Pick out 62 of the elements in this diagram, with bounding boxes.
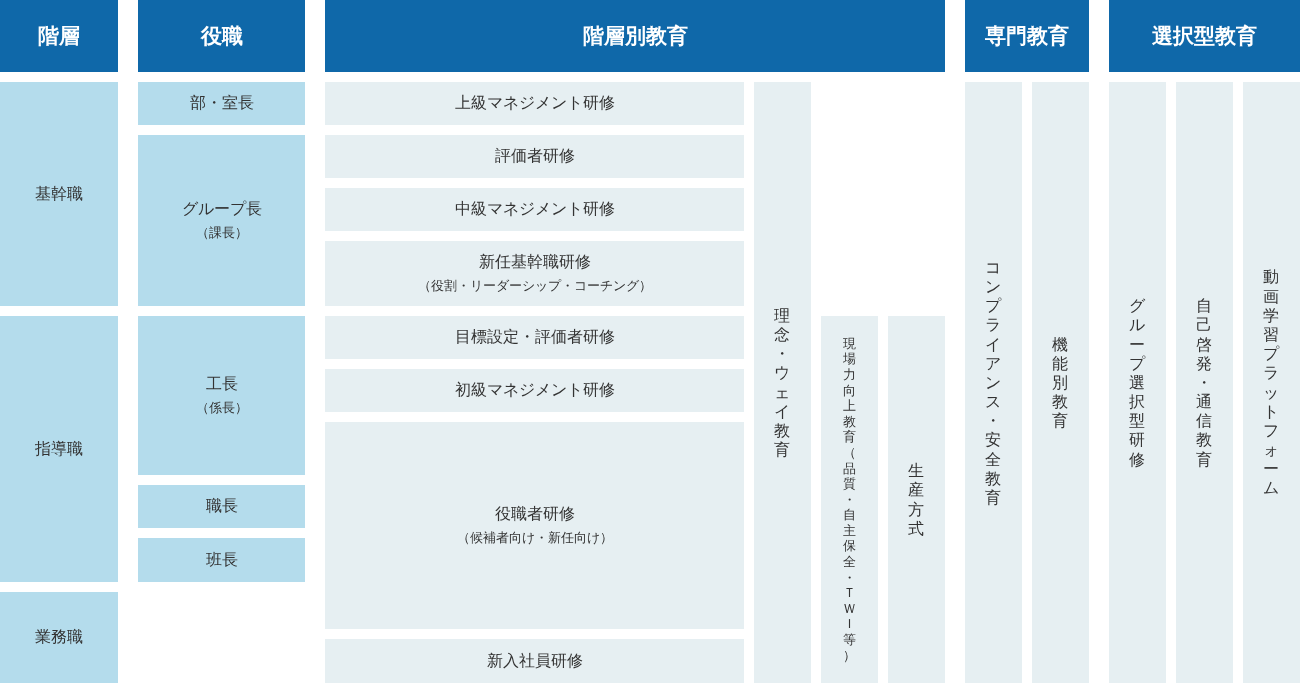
cell-text: 理念・ウェイ教育 <box>774 305 791 460</box>
cell-text: 機能別教育 <box>1052 334 1069 431</box>
cell-text: グループ選択型研修 <box>1129 296 1146 469</box>
header-text: 役職 <box>200 23 243 50</box>
cell-text: （役割・リーダーシップ・コーチング） <box>417 277 652 295</box>
cell-text: グループ長 <box>181 199 262 220</box>
course-cell <box>325 369 744 412</box>
column-header <box>325 0 945 72</box>
cell-text: 目標設定・評価者研修 <box>454 327 615 348</box>
course-cell <box>821 316 878 683</box>
cell-text: 指導職 <box>35 438 83 460</box>
cell-text: 基幹職 <box>35 183 83 205</box>
course-cell <box>325 135 744 178</box>
course-cell <box>325 188 744 231</box>
header-text: 階層別教育 <box>582 23 688 50</box>
cell-text: （係長） <box>195 399 248 417</box>
cell-text: 役職者研修 <box>494 504 575 525</box>
cell-text: 班長 <box>205 549 238 571</box>
cell-text: （課長） <box>195 224 248 242</box>
cell-text: 業務職 <box>35 627 83 648</box>
cell-text: 部・室長 <box>189 93 254 114</box>
category-cell <box>0 592 118 683</box>
category-cell <box>0 82 118 306</box>
course-cell <box>325 82 744 125</box>
course-cell <box>325 241 744 306</box>
course-cell <box>1176 82 1233 683</box>
cell-text: 動画学習プラットフォーム <box>1263 267 1280 498</box>
course-cell <box>1243 82 1300 683</box>
cell-text: 生産方式 <box>908 461 925 538</box>
cell-text: コンプライアンス・安全教育 <box>985 257 1002 508</box>
category-cell <box>138 82 305 125</box>
category-cell <box>138 538 305 582</box>
cell-text: 現場力向上教育（品質・自主保全・ＴＷＩ等） <box>842 335 857 664</box>
column-header <box>138 0 305 72</box>
course-cell <box>888 316 945 683</box>
column-header <box>1109 0 1300 72</box>
header-text: 階層 <box>38 23 80 50</box>
category-cell <box>138 135 305 306</box>
course-cell <box>1032 82 1089 683</box>
category-cell <box>0 316 118 582</box>
cell-text: （候補者向け・新任向け） <box>456 529 613 547</box>
cell-text: 評価者研修 <box>494 146 575 167</box>
cell-text: 新入社員研修 <box>486 650 583 672</box>
course-cell <box>1109 82 1166 683</box>
cell-text: 自己啓発・通信教育 <box>1196 296 1213 469</box>
cell-text: 工長 <box>205 374 238 395</box>
cell-text: 職長 <box>205 496 238 517</box>
cell-text: 中級マネジメント研修 <box>454 199 615 220</box>
cell-text: 上級マネジメント研修 <box>454 93 615 114</box>
header-text: 選択型教育 <box>1152 23 1257 50</box>
category-cell <box>138 485 305 528</box>
category-cell <box>138 316 305 475</box>
course-cell <box>325 316 744 359</box>
column-header <box>0 0 118 72</box>
course-cell <box>325 422 744 629</box>
course-cell <box>965 82 1022 683</box>
cell-text: 新任基幹職研修 <box>478 252 591 273</box>
course-cell <box>325 639 744 683</box>
column-header <box>965 0 1089 72</box>
cell-text: 初級マネジメント研修 <box>454 380 615 401</box>
course-cell <box>754 82 811 683</box>
header-text: 専門教育 <box>985 23 1069 50</box>
